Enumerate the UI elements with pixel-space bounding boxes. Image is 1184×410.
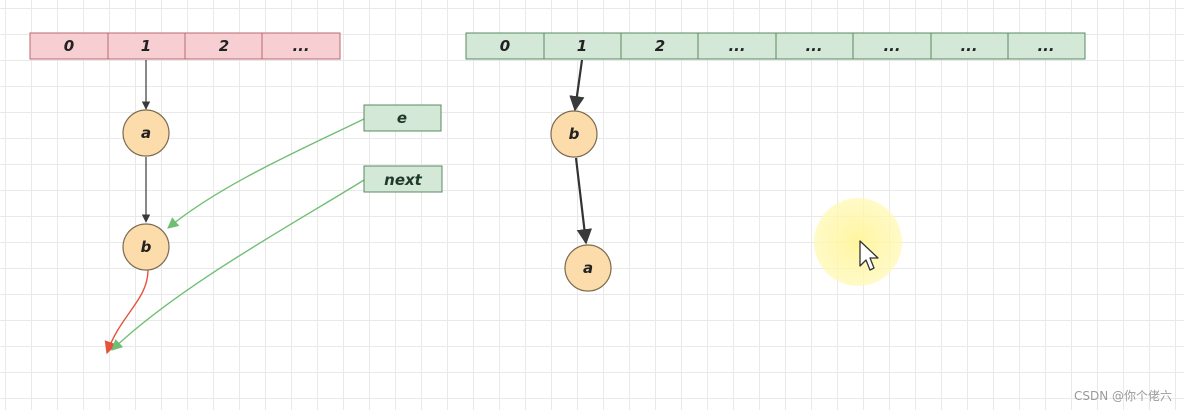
old-hash-table: 0 1 2 ... [29, 32, 341, 60]
pointer-next-label: next [384, 171, 423, 189]
old-table-cell-label: 0 [64, 37, 74, 55]
old-table-cell: 1 [107, 32, 186, 60]
node-b-old-label: b [141, 238, 152, 256]
old-table-cell: 0 [29, 32, 109, 60]
next-pointer-arrow [111, 179, 365, 351]
node-a-new-label: a [583, 259, 593, 277]
old-table-cell: 2 [184, 32, 263, 60]
pointer-e-label: e [397, 109, 407, 127]
new-table-cell: ... [775, 32, 854, 60]
old-table-cell-label: 1 [141, 37, 151, 55]
new-table-cell-label: ... [960, 37, 977, 55]
new-table-cell: 1 [543, 32, 622, 60]
edge-new-slot1-to-b [569, 59, 585, 112]
new-table-cell-label: 0 [500, 37, 510, 55]
new-table-cell: 0 [465, 32, 545, 60]
node-b-new-label: b [569, 125, 580, 143]
cursor-highlight [814, 198, 902, 286]
new-table-cell-label: ... [728, 37, 745, 55]
new-table-cell-label: 1 [577, 37, 587, 55]
edge-b-to-a [574, 157, 593, 245]
new-table-cell: ... [852, 32, 932, 60]
old-table-cell-label: 2 [219, 37, 229, 55]
new-table-cell-label: ... [883, 37, 900, 55]
node-b-old: b [122, 223, 170, 271]
node-a-old: a [122, 109, 170, 157]
node-a-new: a [564, 244, 612, 292]
new-table-cell: ... [697, 32, 777, 60]
mouse-pointer-icon [859, 240, 879, 271]
new-table-cell: 2 [620, 32, 699, 60]
node-b-new: b [550, 110, 598, 158]
new-table-cell-label: 2 [655, 37, 665, 55]
new-table-cell-label: ... [805, 37, 822, 55]
new-table-cell: ... [930, 32, 1009, 60]
old-table-cell: ... [261, 32, 341, 60]
new-table-cell-label: ... [1037, 37, 1054, 55]
watermark: CSDN @你个佬六 [1073, 389, 1172, 403]
new-hash-table: 0 1 2 ... ... ... ... ... [465, 32, 1086, 60]
old-table-cell-label: ... [292, 37, 309, 55]
pointer-e: e [363, 104, 442, 132]
node-a-old-label: a [141, 124, 151, 142]
e-pointer-arrow [167, 118, 365, 229]
red-arrow [104, 269, 149, 355]
pointer-next: next [363, 165, 443, 193]
new-table-cell: ... [1007, 32, 1086, 60]
